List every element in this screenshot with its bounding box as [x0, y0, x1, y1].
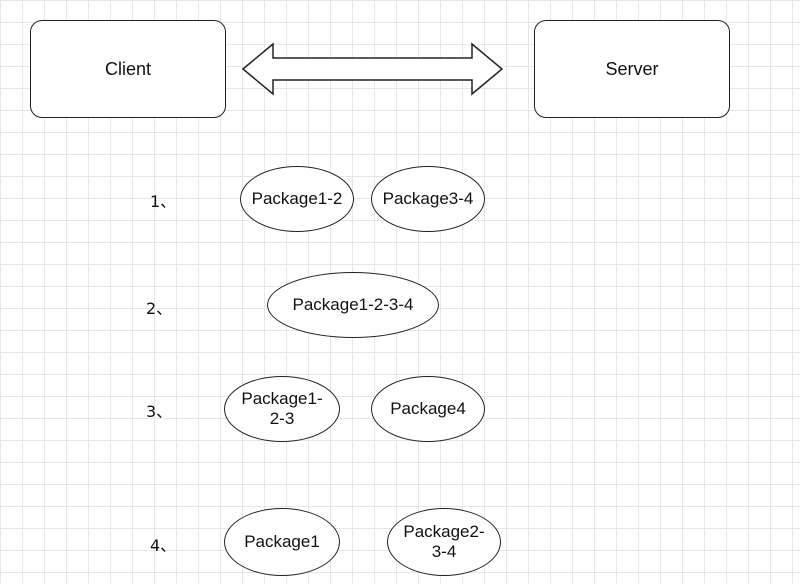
package-label: Package1-2	[251, 189, 343, 208]
step-3-label: 3、	[146, 402, 173, 421]
package-label: Package1- 2-3	[241, 389, 323, 428]
step-2-label: 2、	[146, 299, 173, 318]
step-4-label: 4、	[150, 536, 177, 555]
client-box: Client	[30, 20, 226, 118]
package-ellipse: Package1	[224, 508, 340, 576]
package-label: Package1	[244, 532, 320, 551]
package-label: Package4	[390, 399, 466, 418]
package-label: Package1-2-3-4	[292, 295, 414, 314]
server-label: Server	[605, 58, 659, 79]
server-box: Server	[534, 20, 730, 118]
step-1-label: 1、	[150, 192, 177, 211]
package-ellipse: Package1-2-3-4	[267, 272, 439, 338]
package-label: Package2- 3-4	[403, 522, 485, 561]
package-ellipse: Package3-4	[371, 166, 485, 232]
package-ellipse: Package2- 3-4	[387, 508, 501, 576]
package-label: Package3-4	[382, 189, 474, 208]
package-ellipse: Package1- 2-3	[224, 376, 340, 442]
package-ellipse: Package1-2	[240, 166, 354, 232]
client-label: Client	[104, 58, 152, 79]
package-ellipse: Package4	[371, 376, 485, 442]
